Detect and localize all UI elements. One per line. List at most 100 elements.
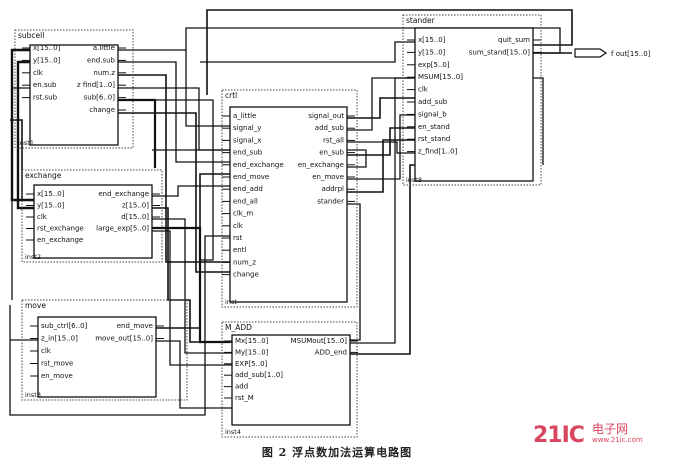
wire [156,173,230,329]
output-port-label: f out[15..0] [611,50,651,58]
block-frame [402,14,542,186]
block-title: exchange [25,171,62,180]
port-out: en_sub [319,149,344,157]
block-body [29,44,119,146]
port-out: num.z [93,69,115,77]
port-in: My[15..0] [235,348,269,356]
port-out: en_exchange [298,161,344,169]
output-port: f out[15..0] [574,48,651,58]
port-in: clk [233,222,244,230]
block-body [229,106,348,303]
port-in: x[15..0] [33,44,61,52]
watermark-url: www.21ic.com [592,436,643,444]
port-out: MSUMout[15..0] [291,337,348,345]
port-in: signal_x [233,136,261,144]
port-in: sub_ctrl[6..0] [41,322,88,330]
port-out: sum_stand[15..0] [469,48,531,56]
wire [206,9,573,95]
block-title: stander [406,16,436,25]
block-move: moveinst3sub_ctrl[6..0]z_in[15..0]clkrst… [21,299,188,401]
port-out: addrpl [322,185,344,193]
port-in: clk [33,69,44,77]
block-body [33,184,153,259]
wire [350,164,415,355]
block-instance: inst4 [225,428,241,436]
wire [152,230,232,366]
port-in: end_add [233,185,263,193]
blocks: subcellinst1x[15..0]y[15..0]clken.subrst… [14,14,542,438]
port-in: EXP[5..0] [235,360,268,368]
port-in: rst_M [235,394,254,402]
port-out: add_sub [315,124,345,132]
port-in: clk [37,213,48,221]
block-frame [21,169,163,263]
block-subcell: subcellinst1x[15..0]y[15..0]clken.subrst… [14,29,134,149]
port-out: en_move [312,173,344,181]
watermark-cn: 电子网 [592,422,629,436]
port-in: en_move [41,372,73,380]
port-in: rst [233,234,243,242]
block-title: M_ADD [225,323,252,332]
port-in: add_sub [418,98,448,106]
port-out: z[15..0] [122,202,149,210]
block-crtl: crtlinsta_littlesignal_ysignal_xend_sube… [221,89,358,308]
port-in: z_in[15..0] [41,335,78,343]
block-instance: inst8 [406,176,422,184]
wire [152,218,232,354]
watermark-brand: 21IC [533,423,585,448]
figure-caption: 图 2 浮点数加法运算电路图 [261,446,413,459]
block-body [414,27,534,182]
port-in: x[15..0] [418,36,446,44]
block-frame [14,29,134,149]
block-frame [221,89,358,308]
port-in: y[15..0] [37,202,65,210]
wire [118,112,230,273]
port-in: signal_b [418,110,447,118]
port-in: en.sub [33,81,57,89]
port-in: end_sub [233,149,263,157]
block-body [231,334,351,426]
wire [10,119,23,200]
bus-wire [16,60,34,210]
port-out: change [89,106,115,114]
port-in: rst_stand [418,135,450,143]
wire [200,41,415,63]
wire [347,77,544,165]
bus-wire [152,226,230,344]
port-in: clk [418,86,429,94]
output-port-shape [574,48,608,58]
wire [347,114,415,180]
port-in: z_find[1..0] [418,148,458,156]
block-m_add: M_ADD inst4 Mx[15..0] My[15..0] EXP[5..0] add… [221,321,358,438]
port-out: signal_out [308,112,344,120]
block-title: move [25,301,46,310]
port-in: en_stand [418,123,450,131]
block-frame [21,299,188,401]
wire [9,235,230,416]
block-exchange: exchangeinst2x[15..0]y[15..0]clkrst_exch… [21,169,163,263]
wire [118,74,230,263]
bus-wire [118,98,157,168]
port-in: y[15..0] [33,56,61,64]
port-in: add [235,383,248,391]
port-in: clk_m [233,210,253,218]
wire [347,139,415,193]
port-out: d[15..0] [121,213,149,221]
port-in: MSUM[15..0] [418,73,463,81]
port-in: x[15..0] [37,190,65,198]
port-in: y[15..0] [418,48,446,56]
port-out: end.sub [87,56,115,64]
wire [350,77,415,344]
block-instance: inst2 [25,253,41,261]
wire [118,61,230,163]
port-out: move_out[15..0] [95,335,153,343]
port-out: sub[6..0] [84,94,116,102]
port-out: quit_sum [498,36,530,44]
port-in: Mx[15..0] [235,337,269,345]
port-out: stander [317,197,344,205]
wire [156,340,232,409]
port-in: end_exchange [233,161,284,169]
block-instance: inst3 [25,391,41,399]
wire [152,185,230,197]
